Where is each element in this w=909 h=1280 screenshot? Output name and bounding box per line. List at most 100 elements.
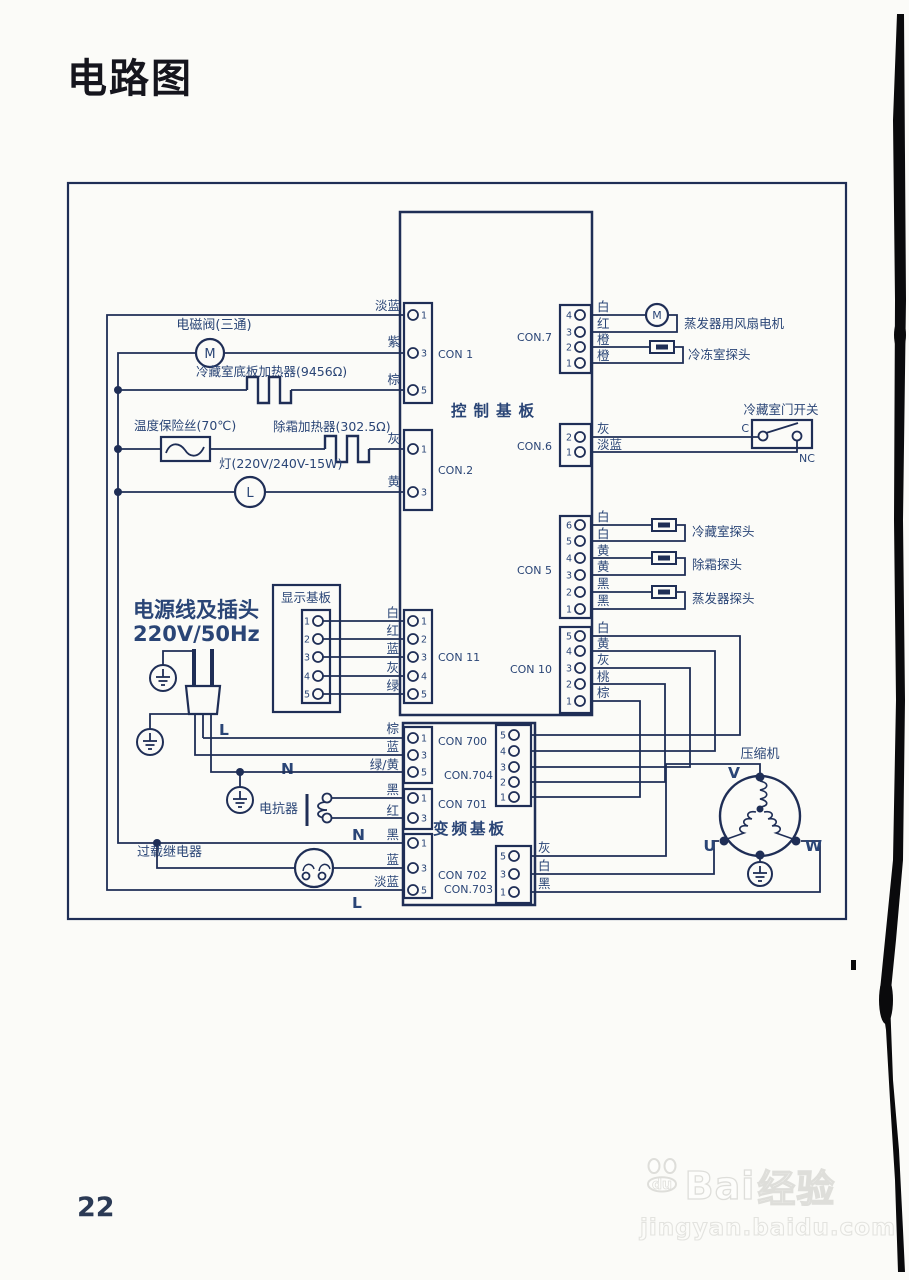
connector-con703: 5 3 1 CON.703 灰 白 黑 <box>444 840 551 905</box>
wire-label: 蓝 <box>386 852 399 867</box>
con1-pin: 3 <box>421 349 427 360</box>
con700-label: CON 700 <box>438 735 487 748</box>
con704-label: CON.704 <box>444 769 493 782</box>
con7-label: CON.7 <box>517 331 552 344</box>
wire-label: 紫 <box>387 334 400 349</box>
con704-pin: 5 <box>500 731 506 742</box>
con10-to-con704-wires <box>531 635 741 798</box>
wire-label: 灰 <box>597 652 610 667</box>
diagram-frame <box>66 181 848 921</box>
display-to-con11-wires <box>323 620 404 695</box>
con1-label: CON 1 <box>438 348 473 361</box>
con10-pin: 5 <box>566 632 572 643</box>
con703-pin: 3 <box>500 870 506 881</box>
display-pin: 2 <box>304 635 310 646</box>
connector-con700: 1 3 5 CON 700 棕 蓝 绿/黄 <box>370 721 487 785</box>
wire-label: 淡蓝 <box>374 874 399 889</box>
wire-label: 淡蓝 <box>375 298 400 313</box>
connector-con1: 1 3 5 CON 1 淡蓝 紫 棕 <box>375 298 473 405</box>
ground-icon <box>226 772 254 814</box>
wire-label: 黄 <box>597 559 610 574</box>
con5-pin: 3 <box>566 571 572 582</box>
con2-label: CON.2 <box>438 464 473 477</box>
fan-motor-symbol: M <box>652 309 662 322</box>
wire-label: 白 <box>597 620 610 635</box>
connector-con6: 2 1 CON.6 灰 淡蓝 <box>517 421 622 468</box>
con701-pin: 1 <box>421 794 427 805</box>
wire-label: 灰 <box>538 840 551 855</box>
wire-label: 橙 <box>597 348 610 363</box>
fridge-probe-label: 冷藏室探头 <box>692 524 755 539</box>
con702-pin: 5 <box>421 886 427 897</box>
wire-label: 红 <box>386 623 399 638</box>
con704-pin: 4 <box>500 747 506 758</box>
wire-label: 绿/黄 <box>370 757 399 772</box>
connector-con2: 1 3 CON.2 灰 黄 <box>387 428 473 512</box>
solenoid-valve: 电磁阀(三通) M <box>176 318 404 369</box>
wire-label: 棕 <box>386 721 399 736</box>
con10-pin: 2 <box>566 680 572 691</box>
wire-label: 蓝 <box>386 641 399 656</box>
net-label-n: N <box>352 826 365 844</box>
control-board-box <box>398 210 594 717</box>
thermal-fuse-label: 温度保险丝(70℃) <box>134 418 236 433</box>
wire-label: 灰 <box>386 660 399 675</box>
defrost-heater: 除霜加热器(302.5Ω) <box>273 419 404 464</box>
con701-label: CON 701 <box>438 798 487 811</box>
ground-icon <box>136 713 189 756</box>
net-label-l: L <box>352 894 362 912</box>
wire-label: 白 <box>597 299 610 314</box>
con2-pin: 1 <box>421 445 427 456</box>
overload-relay-label: 过载继电器 <box>137 845 202 860</box>
fan-motor: M 蒸发器用风扇电机 <box>591 302 785 333</box>
con7-pin: 4 <box>566 311 572 322</box>
reactor: 电抗器 <box>259 792 404 826</box>
net-label-l: L <box>219 721 229 739</box>
con10-pin: 4 <box>566 647 572 658</box>
con11-pin: 3 <box>421 653 427 664</box>
con11-pin: 2 <box>421 635 427 646</box>
floor-heater-label: 冷藏室底板加热器(9456Ω) <box>196 364 347 379</box>
door-switch-label: 冷藏室门开关 <box>743 402 818 417</box>
con5-pin: 6 <box>566 521 572 532</box>
con700-pin: 1 <box>421 734 427 745</box>
door-switch-terminal-c: C <box>741 422 749 435</box>
scan-artifact <box>851 14 906 1272</box>
connector-con5: 6 5 4 3 2 1 CON 5 白 白 黄 黄 黑 黑 <box>517 509 610 620</box>
door-switch-terminal-nc: NC <box>799 452 815 465</box>
motor-symbol: M <box>204 347 215 362</box>
compressor-terminal-u: U <box>703 837 716 855</box>
lamp-symbol: L <box>246 486 254 501</box>
display-connector: 1 2 3 4 5 <box>300 608 404 705</box>
display-pin: 1 <box>304 617 310 628</box>
con6-pin: 2 <box>566 433 572 444</box>
wire-label: 桃 <box>597 669 610 684</box>
power-cord-voltage: 220V/50Hz <box>133 622 260 646</box>
con703-label: CON.703 <box>444 883 493 896</box>
wire-label: 黑 <box>597 576 610 591</box>
con6-label: CON.6 <box>517 440 552 453</box>
defrost-probe-label: 除霜探头 <box>692 557 742 572</box>
con11-pin: 1 <box>421 617 427 628</box>
evaporator-probe: 蒸发器探头 <box>591 585 755 610</box>
thermal-fuse: 温度保险丝(70℃) <box>118 418 325 463</box>
con1-pin: 5 <box>421 386 427 397</box>
connector-con10: 5 4 3 2 1 CON 10 白 黄 灰 桃 棕 <box>510 620 610 715</box>
lamp-label: 灯(220V/240V-15W) <box>219 456 342 471</box>
compressor-terminal-w: W <box>805 837 822 855</box>
compressor-label: 压缩机 <box>740 746 779 762</box>
con1-pin: 1 <box>421 311 427 322</box>
con700-pin: 3 <box>421 751 427 762</box>
wire-label: 灰 <box>387 431 400 446</box>
fridge-probe: 冷藏室探头 <box>591 518 755 542</box>
wire-label: 黑 <box>538 876 551 891</box>
freezer-probe: 冷冻室探头 <box>591 340 751 364</box>
con11-pin: 5 <box>421 690 427 701</box>
wire-label: 棕 <box>597 685 610 700</box>
connector-con701: 1 3 CON 701 黑 红 <box>386 782 487 831</box>
con5-pin: 2 <box>566 588 572 599</box>
freezer-probe-label: 冷冻室探头 <box>688 347 751 362</box>
power-cord-title: 电源线及插头 <box>133 598 259 622</box>
